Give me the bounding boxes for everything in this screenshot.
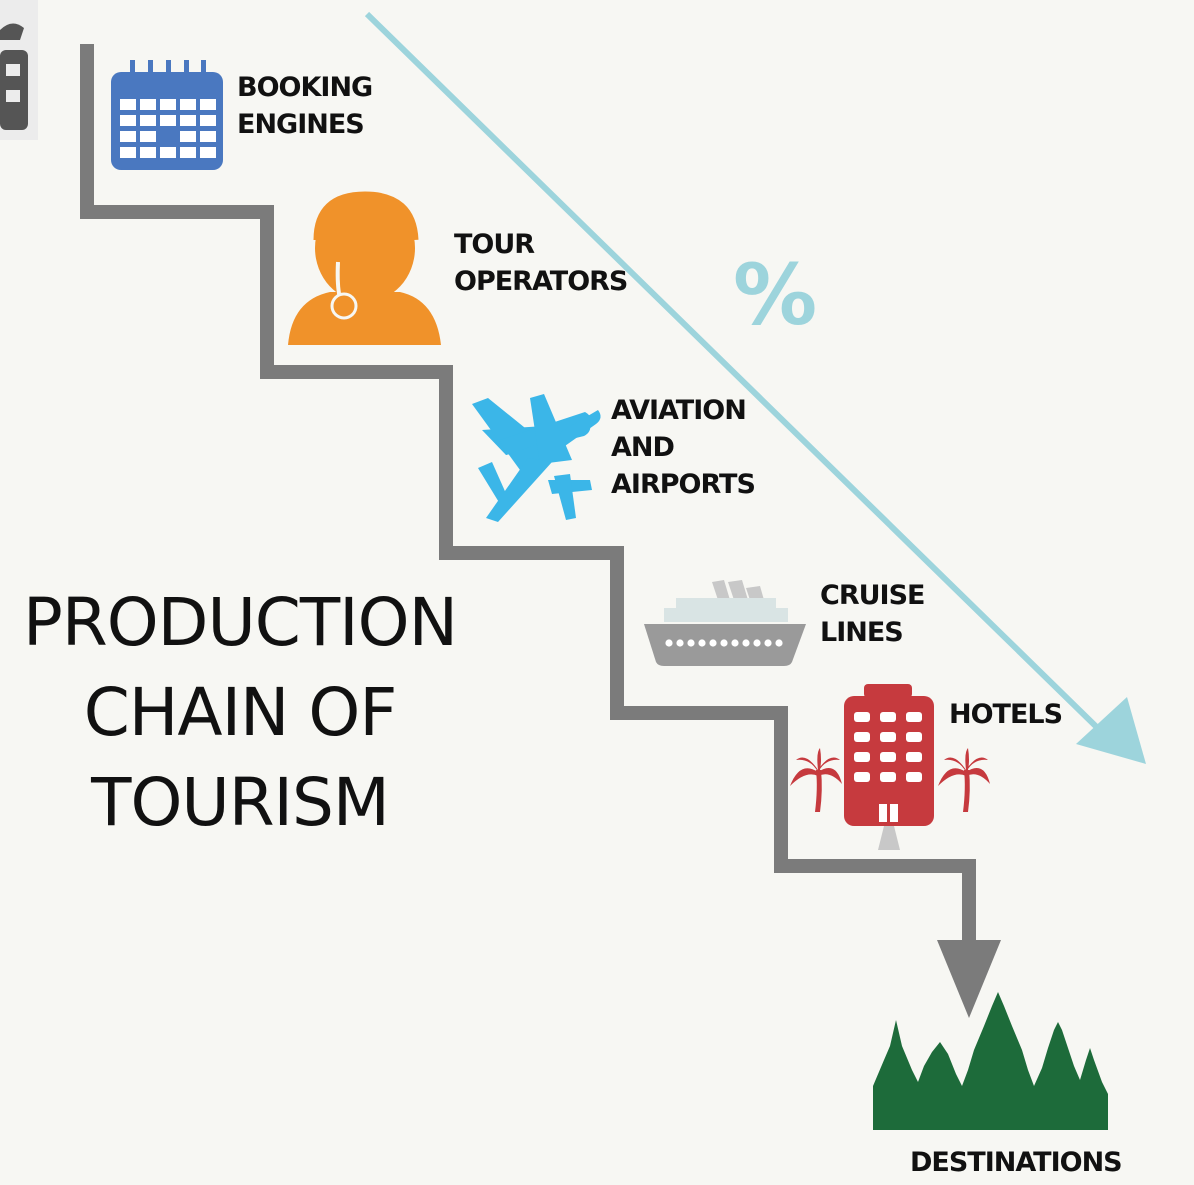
staircase-arrowhead (937, 940, 1001, 1018)
cruise-ship-icon (644, 580, 806, 666)
commission-arrowhead (1076, 697, 1146, 764)
cruise-lines-label: CRUISE LINES (820, 580, 925, 648)
headset-operator-icon (288, 191, 441, 345)
tour-operators-label: TOUR OPERATORS (454, 229, 628, 297)
palm-tree-icon (790, 748, 842, 812)
forest-temple-icon (873, 992, 1108, 1130)
destinations-label: DESTINATIONS (910, 1147, 1123, 1178)
staircase-line (80, 44, 976, 945)
hotel-building-icon (844, 684, 934, 850)
diagram-title: PRODUCTION CHAIN OF TOURISM (23, 584, 458, 841)
cropped-edge-icon (0, 0, 38, 140)
aviation-airports-label: AVIATION AND AIRPORTS (611, 395, 756, 500)
percent-symbol: % (733, 246, 817, 344)
hotels-label: HOTELS (949, 699, 1063, 730)
booking-engines-label: BOOKING ENGINES (237, 72, 373, 140)
commission-arrow-line (364, 11, 1118, 748)
airplane-icon (472, 394, 601, 522)
calendar-icon (111, 60, 223, 170)
palm-tree-icon (938, 748, 990, 812)
